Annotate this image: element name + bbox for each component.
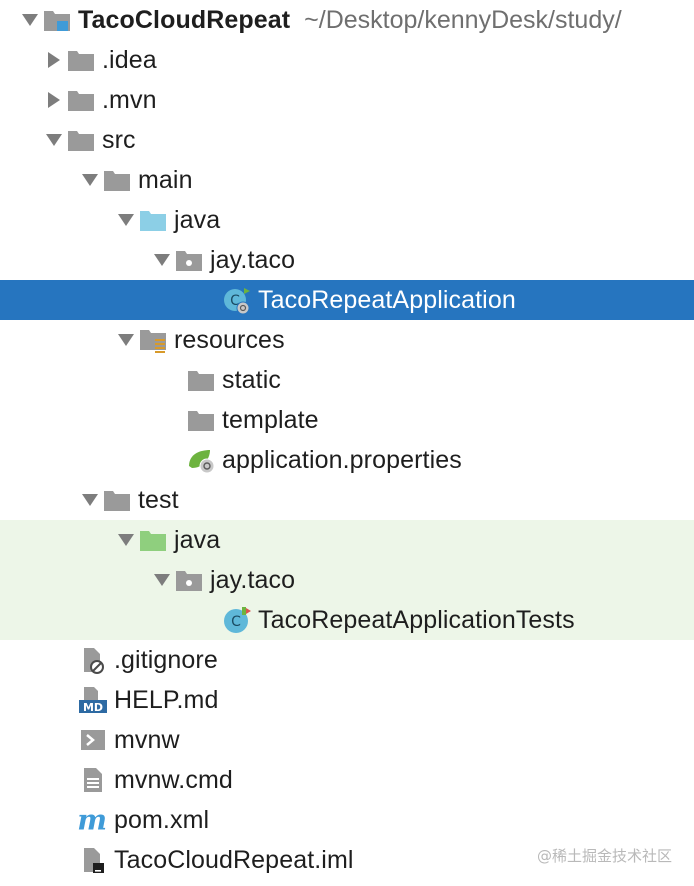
tree-label: application.properties <box>222 446 462 474</box>
tree-row-mvnw-cmd[interactable]: mvnw.cmd <box>0 760 694 800</box>
package-icon <box>174 245 204 275</box>
chevron-down-icon[interactable] <box>114 200 138 240</box>
spring-boot-class-icon: C <box>222 285 252 315</box>
chevron-down-icon[interactable] <box>78 160 102 200</box>
tree-label: .gitignore <box>114 646 218 674</box>
tree-row-test-class[interactable]: C TacoRepeatApplicationTests <box>0 600 694 640</box>
test-class-icon: C <box>222 605 252 635</box>
folder-icon <box>186 365 216 395</box>
tree-label: pom.xml <box>114 806 210 834</box>
module-file-icon <box>78 845 108 875</box>
tree-label: TacoCloudRepeat.iml <box>114 846 354 874</box>
tree-row-project-root[interactable]: TacoCloudRepeat ~/Desktop/kennyDesk/stud… <box>0 0 694 40</box>
tree-row-main-package[interactable]: jay.taco <box>0 240 694 280</box>
tree-row-gitignore[interactable]: .gitignore <box>0 640 694 680</box>
package-icon <box>174 565 204 595</box>
module-folder-icon <box>42 5 72 35</box>
source-folder-icon <box>138 205 168 235</box>
tree-row-idea[interactable]: .idea <box>0 40 694 80</box>
tree-row-main-java[interactable]: java <box>0 200 694 240</box>
test-folder-icon <box>138 525 168 555</box>
tree-label: jay.taco <box>210 566 296 594</box>
tree-label: .idea <box>102 46 157 74</box>
tree-row-main[interactable]: main <box>0 160 694 200</box>
markdown-file-icon: MD <box>78 685 108 715</box>
maven-icon: m <box>78 805 108 835</box>
chevron-down-icon[interactable] <box>150 240 174 280</box>
chevron-down-icon[interactable] <box>18 0 42 40</box>
project-name: TacoCloudRepeat <box>78 6 291 34</box>
tree-label: src <box>102 126 136 154</box>
tree-row-test-java[interactable]: java <box>0 520 694 560</box>
spring-properties-icon <box>186 445 216 475</box>
tree-label: test <box>138 486 179 514</box>
chevron-down-icon[interactable] <box>114 520 138 560</box>
folder-icon <box>66 85 96 115</box>
tree-row-static[interactable]: static <box>0 360 694 400</box>
project-path: ~/Desktop/kennyDesk/study/ <box>304 6 622 34</box>
tree-label: mvnw <box>114 726 180 754</box>
tree-label: java <box>174 526 221 554</box>
tree-label: TacoRepeatApplicationTests <box>258 606 575 634</box>
tree-label: jay.taco <box>210 246 296 274</box>
svg-text:C: C <box>230 293 240 309</box>
tree-row-src[interactable]: src <box>0 120 694 160</box>
maven-letter: m <box>78 806 107 834</box>
folder-icon <box>66 45 96 75</box>
md-badge-text: MD <box>83 701 103 714</box>
tree-label: resources <box>174 326 285 354</box>
tree-label: static <box>222 366 281 394</box>
chevron-right-icon[interactable] <box>42 40 66 80</box>
ignore-file-icon <box>78 645 108 675</box>
tree-row-mvnw[interactable]: mvnw <box>0 720 694 760</box>
text-file-icon <box>78 765 108 795</box>
tree-row-app-properties[interactable]: application.properties <box>0 440 694 480</box>
tree-label: .mvn <box>102 86 157 114</box>
tree-row-test[interactable]: test <box>0 480 694 520</box>
folder-icon <box>66 125 96 155</box>
chevron-down-icon[interactable] <box>42 120 66 160</box>
chevron-down-icon[interactable] <box>78 480 102 520</box>
svg-text:C: C <box>231 614 241 630</box>
tree-label: HELP.md <box>114 686 219 714</box>
tree-label: template <box>222 406 319 434</box>
tree-label: java <box>174 206 221 234</box>
chevron-down-icon[interactable] <box>114 320 138 360</box>
resources-folder-icon <box>138 325 168 355</box>
tree-row-mvn[interactable]: .mvn <box>0 80 694 120</box>
chevron-right-icon[interactable] <box>42 80 66 120</box>
tree-row-template[interactable]: template <box>0 400 694 440</box>
chevron-down-icon[interactable] <box>150 560 174 600</box>
tree-label: mvnw.cmd <box>114 766 233 794</box>
tree-row-help-md[interactable]: MD HELP.md <box>0 680 694 720</box>
watermark: @稀土掘金技术社区 <box>536 847 672 865</box>
tree-row-resources[interactable]: resources <box>0 320 694 360</box>
folder-icon <box>102 165 132 195</box>
shell-script-icon <box>78 725 108 755</box>
folder-icon <box>186 405 216 435</box>
tree-label: TacoRepeatApplication <box>258 286 516 314</box>
folder-icon <box>102 485 132 515</box>
tree-row-test-package[interactable]: jay.taco <box>0 560 694 600</box>
tree-row-iml[interactable]: TacoCloudRepeat.iml <box>0 840 694 880</box>
tree-row-app-class[interactable]: C TacoRepeatApplication <box>0 280 694 320</box>
tree-row-pom[interactable]: m pom.xml <box>0 800 694 840</box>
tree-label: main <box>138 166 193 194</box>
